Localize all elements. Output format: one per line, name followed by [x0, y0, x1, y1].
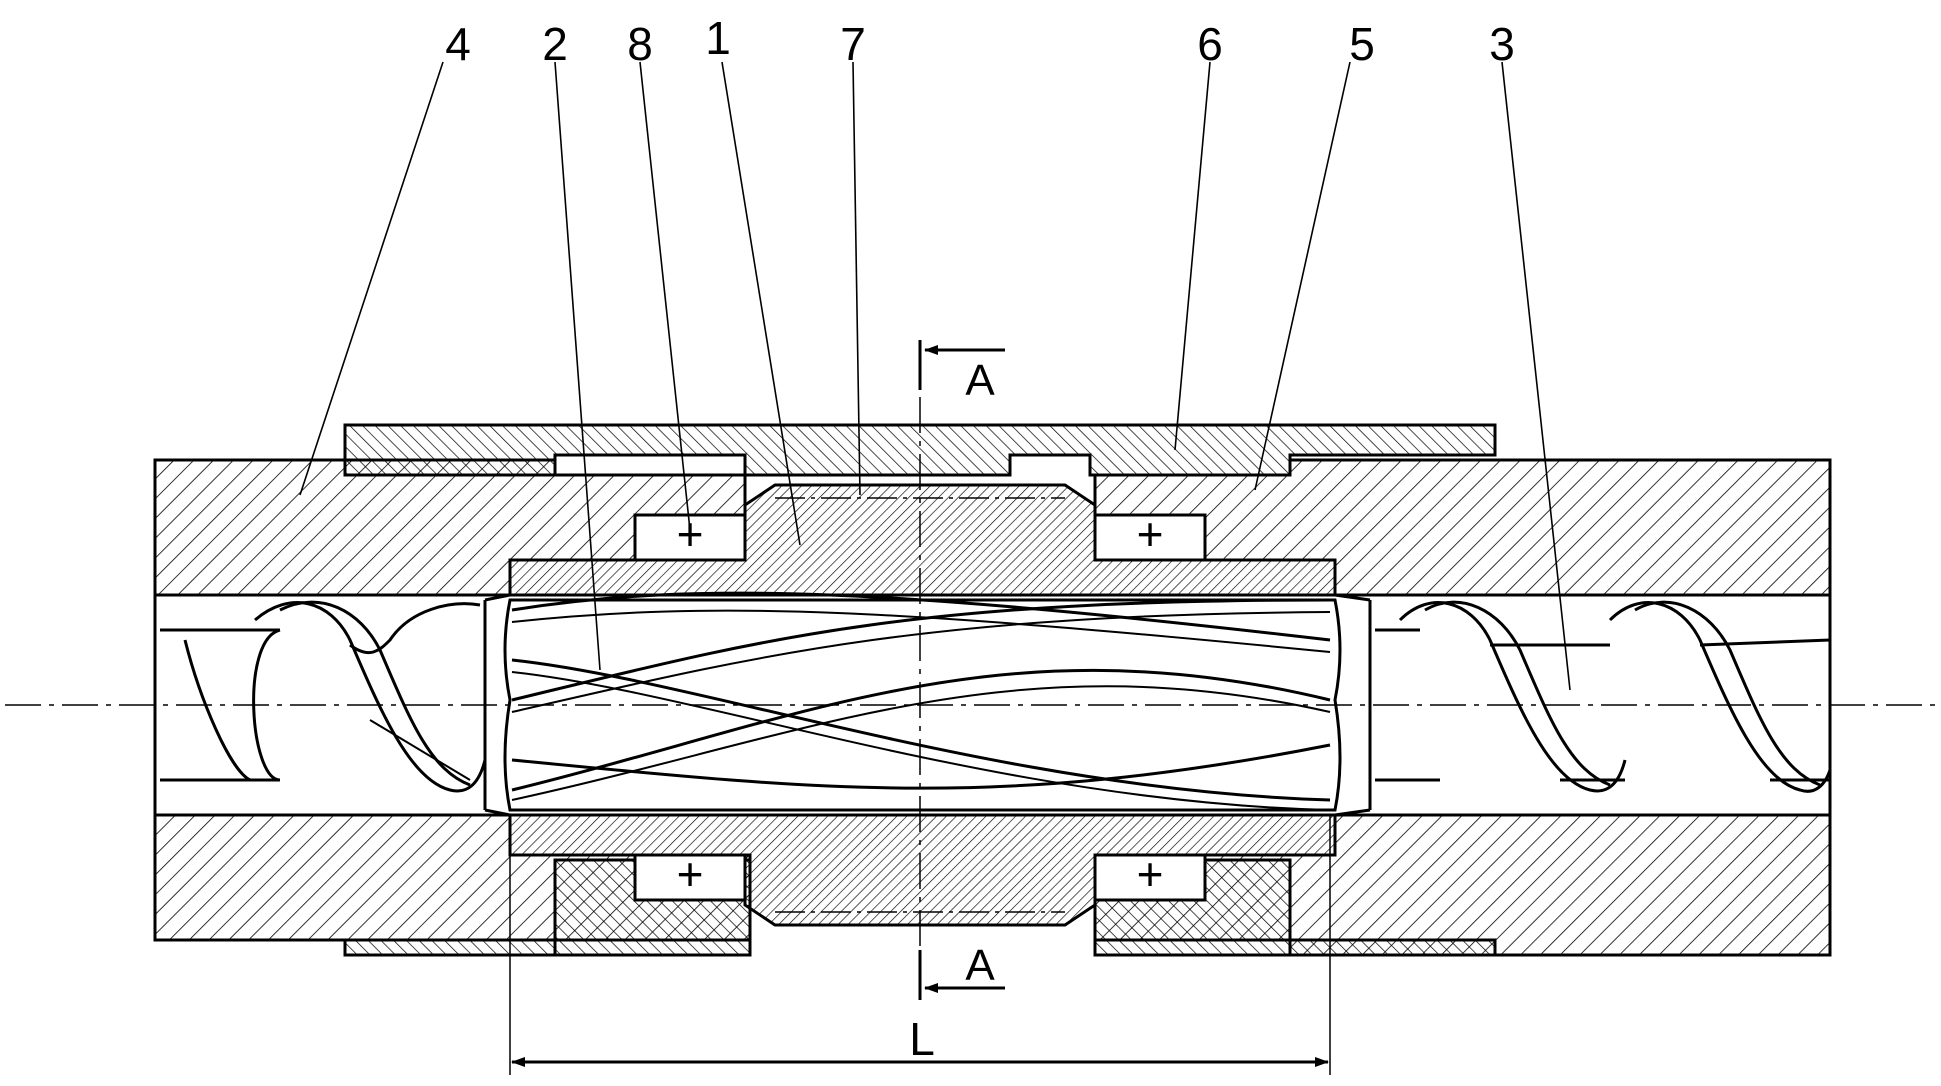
- part-label-2: 2: [542, 18, 568, 70]
- part-label-5: 5: [1349, 18, 1375, 70]
- core-right-taper: [1334, 593, 1371, 817]
- dimension-label: L: [909, 1013, 935, 1065]
- part-label-4: 4: [445, 18, 471, 70]
- part-label-7: 7: [840, 18, 866, 70]
- part-label-6: 6: [1197, 18, 1223, 70]
- plus-marker-2: +: [1137, 508, 1164, 560]
- plus-marker-3: +: [677, 848, 704, 900]
- plus-marker-4: +: [1137, 848, 1164, 900]
- seal-box-bottom-left: [633, 853, 747, 902]
- part-label-8: 8: [627, 18, 653, 70]
- leader-lines: [299, 61, 1571, 691]
- seal-box-top-left: [633, 513, 747, 562]
- section-label-top: A: [965, 356, 995, 405]
- seal-box-bottom-right: [1093, 853, 1207, 902]
- part-label-1: 1: [705, 12, 731, 64]
- part-label-3: 3: [1489, 18, 1515, 70]
- left-rebar: [153, 595, 487, 815]
- core-left-taper: [484, 593, 511, 817]
- seal-box-top-right: [1093, 513, 1207, 562]
- right-rebar: [1368, 595, 1832, 815]
- twisted-core: [503, 591, 1342, 812]
- plus-marker-1: +: [677, 508, 704, 560]
- section-label-bottom: A: [965, 941, 995, 990]
